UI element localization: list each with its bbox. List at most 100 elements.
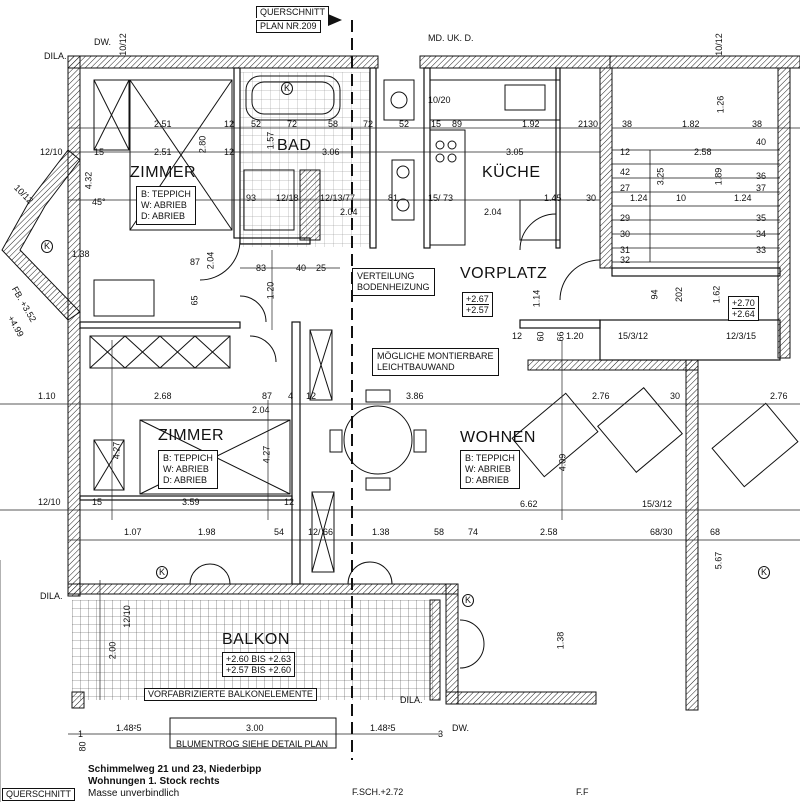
dimension: 12/13/77 — [320, 193, 356, 203]
note-line: LEICHTBAUWAND — [377, 362, 455, 372]
finish-ceiling: D: ABRIEB — [465, 475, 510, 485]
dimension: 4 — [288, 391, 294, 401]
room-balkon: BALKON — [222, 631, 290, 648]
dimension: 87 — [190, 257, 201, 267]
k-marker: K — [758, 566, 771, 579]
dimension: 1.20 — [265, 281, 276, 300]
stair-number: 30 — [620, 229, 631, 239]
finish-floor: B: TEPPICH — [465, 453, 515, 463]
door-swings — [189, 213, 601, 669]
dimension: 1.98 — [198, 527, 216, 537]
bottom-fsch: F.SCH.+2.72 — [352, 787, 404, 797]
dimension: 21 — [578, 119, 589, 129]
dimension: 1.45 — [544, 193, 562, 203]
dimension: 12/18 — [276, 193, 299, 203]
stair-number: 12 — [620, 147, 631, 157]
dimension: 80 — [77, 741, 88, 752]
dimension: 30 — [588, 119, 599, 129]
balcony-floor — [72, 600, 434, 700]
dimension: 83 — [256, 263, 267, 273]
section-arrow-icon — [328, 14, 342, 26]
dimension: 94 — [649, 289, 660, 300]
dimension: 3.05 — [506, 147, 524, 157]
dimension: 3.25 — [655, 167, 666, 186]
dimension: 1.82 — [682, 119, 700, 129]
dimension: 12 — [224, 147, 235, 157]
dimension: 15 — [431, 119, 442, 129]
dimension: 2.80 — [197, 135, 208, 154]
stair-number: 37 — [756, 183, 767, 193]
dimension: 87 — [262, 391, 273, 401]
finish-wohnen: B: TEPPICH W: ABRIEB D: ABRIEB — [460, 450, 520, 489]
dimension: 45° — [92, 197, 106, 207]
note-line: BODENHEIZUNG — [357, 282, 430, 292]
dimension: 2.04 — [484, 207, 502, 217]
dimension: 12 — [284, 497, 295, 507]
note-balcony-elements: VORFABRIZIERTE BALKONELEMENTE — [144, 688, 317, 701]
interior-walls — [79, 67, 781, 585]
note-wall: MÖGLICHE MONTIERBARE LEICHTBAUWAND — [372, 348, 499, 376]
dimension: 2.58 — [694, 147, 712, 157]
exterior-walls — [67, 55, 800, 711]
dimension: 1.48²5 — [116, 723, 142, 733]
dimension: 72 — [363, 119, 374, 129]
dimension: 65 — [189, 295, 200, 306]
k-marker: K — [41, 240, 54, 253]
note-heating: VERTEILUNG BODENHEIZUNG — [352, 268, 435, 296]
stair-number: 35 — [756, 213, 767, 223]
stair-number: 33 — [756, 245, 767, 255]
dimension: 1.20 — [566, 331, 584, 341]
stair-number: 31 — [620, 245, 631, 255]
room-vorplatz: VORPLATZ — [460, 265, 548, 282]
dimension: 10/20 — [428, 95, 451, 105]
section-title: QUERSCHNITT — [256, 6, 329, 18]
dimension: 1.38 — [72, 249, 90, 259]
finish-floor: B: TEPPICH — [141, 189, 191, 199]
dimension: 1.57 — [265, 131, 276, 150]
finish-ceiling: D: ABRIEB — [163, 475, 208, 485]
dila-label-top: DILA. — [44, 51, 67, 61]
level-vorplatz: +2.67 +2.57 — [462, 292, 493, 317]
level-b: +2.57 BIS +2.60 — [226, 664, 292, 675]
dimension: 15/3/12 — [618, 331, 649, 341]
dimension: 2.76 — [592, 391, 610, 401]
k-marker: K — [462, 594, 475, 607]
stair-number: 40 — [756, 137, 767, 147]
dw-label-bottom: DW. — [452, 723, 469, 733]
dw-label-top: DW. — [94, 37, 111, 47]
dimension: 2.04 — [252, 405, 270, 415]
bay-window — [1, 149, 81, 321]
dimension: 2.51 — [154, 119, 172, 129]
dimension: 6.62 — [520, 499, 538, 509]
dimension: 1.92 — [522, 119, 540, 129]
kitchen-fittings — [429, 79, 561, 246]
dimension: 10/12 — [117, 33, 128, 56]
dimension: 15 — [92, 497, 103, 507]
level-a: +2.70 — [732, 298, 755, 308]
dimension: 1.26 — [715, 95, 726, 114]
level-b: +2.64 — [732, 308, 755, 319]
finish-zimmer-2: B: TEPPICH W: ABRIEB D: ABRIEB — [158, 450, 218, 489]
dimension: 1.38 — [372, 527, 390, 537]
dimension: 12/10 — [38, 497, 61, 507]
dimension: 1.24 — [630, 193, 648, 203]
dila-label-left: DILA. — [40, 591, 63, 601]
room-zimmer-2: ZIMMER — [158, 427, 225, 444]
dimension: 1 — [78, 729, 84, 739]
dimension: 15 — [94, 147, 105, 157]
dimension: 89 — [452, 119, 463, 129]
note-line: MÖGLICHE MONTIERBARE — [377, 351, 494, 361]
dimension: 60 — [535, 331, 546, 342]
dimension: 15/ 73 — [428, 193, 454, 203]
dimension: 1.38 — [555, 631, 566, 650]
dimension: 12/10 — [40, 147, 63, 157]
dila-label-bottom: DILA. — [400, 695, 423, 705]
dimension: 30 — [586, 193, 597, 203]
dimension: 5.67 — [713, 551, 724, 570]
md-label: MD. UK. D. — [428, 33, 474, 43]
finish-walls: W: ABRIEB — [141, 200, 187, 210]
stair-number: 29 — [620, 213, 631, 223]
dimension: 4.27 — [261, 445, 272, 464]
dimension: 58 — [434, 527, 445, 537]
